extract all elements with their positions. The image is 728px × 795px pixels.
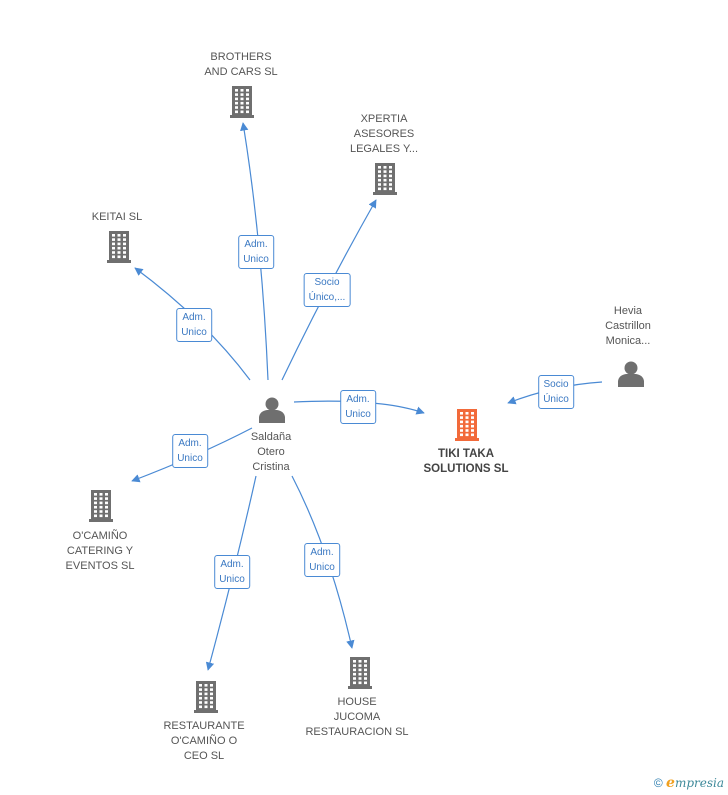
node-label-restaurante[interactable]: RESTAURANTE O'CAMIÑO O CEO SL xyxy=(163,719,244,764)
node-label-line: BROTHERS xyxy=(210,51,272,63)
building-icon-brothers[interactable] xyxy=(230,86,254,118)
edge-label-line: Unico xyxy=(181,327,207,338)
edge-label-line: Unico xyxy=(309,562,335,573)
node-label-line: LEGALES Y... xyxy=(349,143,419,155)
edge-label-line: Adm. xyxy=(346,394,370,405)
node-label-line: ASESORES xyxy=(353,128,415,140)
node-label-line: KEITAI SL xyxy=(91,211,143,223)
node-label-line: O'CAMIÑO xyxy=(72,530,128,542)
node-label-line: Saldaña xyxy=(250,431,292,443)
node-label-xpertia[interactable]: XPERTIA ASESORES LEGALES Y... xyxy=(350,112,418,157)
edge-label-center-to-brothers[interactable]: Adm. Unico xyxy=(238,235,274,269)
node-label-line: Cristina xyxy=(252,461,290,473)
person-icon-center[interactable] xyxy=(259,397,285,424)
node-label-line: Hevia xyxy=(613,305,643,317)
node-label-line: RESTAURANTE xyxy=(163,720,245,732)
edge-label-center-to-ocamino[interactable]: Adm. Unico xyxy=(172,434,208,468)
node-label-line: XPERTIA xyxy=(360,113,408,125)
edge-label-center-to-house[interactable]: Adm. Unico xyxy=(304,543,340,577)
edge-label-line: Adm. xyxy=(310,547,334,558)
node-label-line: TIKI TAKA xyxy=(437,448,495,460)
brand-rest: mpresia xyxy=(674,776,724,790)
edge-label-line: Adm. xyxy=(178,438,202,449)
node-label-line: O'CAMIÑO O xyxy=(170,735,238,747)
node-label-keitai[interactable]: KEITAI SL xyxy=(92,210,143,225)
edge-label-line: Adm. xyxy=(244,239,268,250)
node-label-line: HOUSE xyxy=(337,696,377,708)
edge-label-center-to-keitai[interactable]: Adm. Unico xyxy=(176,308,212,342)
edge-label-center-to-target[interactable]: Adm. Unico xyxy=(340,390,376,424)
brand-name: empresia xyxy=(666,775,724,791)
brand-e-letter: e xyxy=(666,775,675,791)
edge-label-line: Unico xyxy=(243,254,269,265)
edge-label-line: Socio xyxy=(543,379,569,390)
copyright-symbol: © xyxy=(653,776,663,790)
building-icon-xpertia[interactable] xyxy=(373,163,397,195)
footer-brand: © empresia xyxy=(654,775,724,791)
edge-label-center-to-restaurante[interactable]: Adm. Unico xyxy=(214,555,250,589)
building-icon-ocamino[interactable] xyxy=(89,490,113,522)
edge-label-line: Unico xyxy=(219,574,245,585)
edge-label-line: Único,... xyxy=(308,292,346,303)
node-label-brothers[interactable]: BROTHERS AND CARS SL xyxy=(204,50,277,80)
node-label-house[interactable]: HOUSE JUCOMA RESTAURACION SL xyxy=(305,695,408,740)
edge-label-line: Adm. xyxy=(182,312,206,323)
node-label-line: Otero xyxy=(257,446,285,458)
edge-label-line: Socio xyxy=(314,277,340,288)
edge-label-line: Único xyxy=(543,394,569,405)
building-icon-restaurante[interactable] xyxy=(194,681,218,713)
edge-label-line: Unico xyxy=(177,453,203,464)
building-icon-house[interactable] xyxy=(348,657,372,689)
node-label-target[interactable]: TIKI TAKA SOLUTIONS SL xyxy=(424,447,509,477)
node-label-line: Monica... xyxy=(605,335,651,347)
edge-label-line: Adm. xyxy=(220,559,244,570)
node-label-line: Castrillon xyxy=(605,320,651,332)
node-label-line: CATERING Y xyxy=(66,545,134,557)
node-label-line: CEO SL xyxy=(183,750,225,762)
building-icon-keitai[interactable] xyxy=(107,231,131,263)
edge-label-line: Unico xyxy=(345,409,371,420)
node-label-line: AND CARS SL xyxy=(204,66,278,78)
node-label-ocamino[interactable]: O'CAMIÑO CATERING Y EVENTOS SL xyxy=(66,529,135,574)
node-label-line: RESTAURACION SL xyxy=(305,726,409,738)
node-label-line: SOLUTIONS SL xyxy=(423,463,509,475)
node-label-line: JUCOMA xyxy=(333,711,381,723)
person-icon-hevia[interactable] xyxy=(618,361,644,388)
node-label-line: EVENTOS SL xyxy=(65,560,135,572)
building-icon-target[interactable] xyxy=(455,409,479,441)
